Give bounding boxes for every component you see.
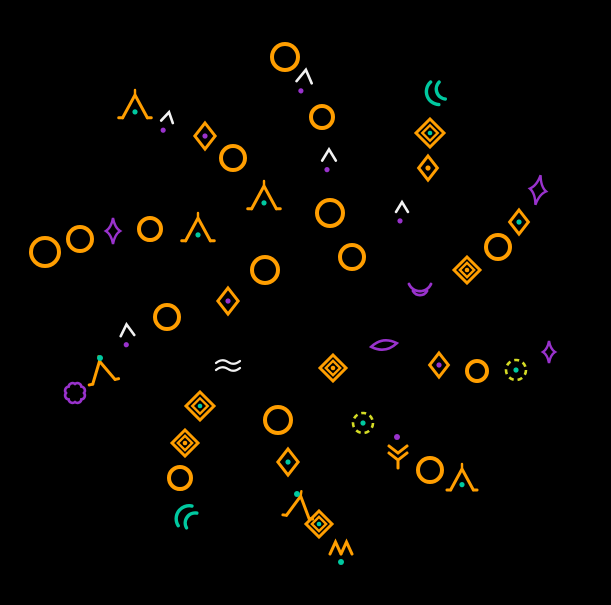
symbol-ring[interactable] [137, 216, 163, 242]
symbol-diamond-dot[interactable] [215, 285, 241, 317]
symbol-up-chevrons[interactable] [328, 538, 354, 556]
symbol-diamond-dot[interactable] [275, 446, 301, 478]
symbol-dot[interactable] [338, 559, 344, 565]
symbol-tent-dot[interactable] [117, 88, 153, 120]
symbol-crescent-double[interactable] [423, 79, 447, 107]
symbol-tent-dot[interactable] [180, 211, 216, 243]
symbol-ring[interactable] [484, 233, 512, 261]
symbol-ring[interactable] [167, 465, 193, 491]
symbol-ring[interactable] [250, 255, 280, 285]
symbol-ring[interactable] [416, 456, 444, 484]
symbol-ring[interactable] [309, 104, 335, 130]
symbol-ring[interactable] [29, 236, 61, 268]
symbol-chevron-dot[interactable] [394, 199, 410, 224]
symbol-ring[interactable] [263, 405, 293, 435]
symbol-diamond-dot[interactable] [427, 350, 451, 380]
symbol-ring[interactable] [66, 225, 94, 253]
symbol-sparkle[interactable] [527, 174, 549, 206]
symbol-down-chevrons[interactable] [387, 444, 409, 470]
symbol-waves[interactable] [214, 359, 242, 372]
symbol-dot[interactable] [294, 491, 300, 497]
symbol-diamond-dot[interactable] [507, 207, 531, 237]
symbol-gear[interactable] [63, 381, 87, 405]
symbol-chevron-dot[interactable] [320, 146, 338, 173]
symbol-ring[interactable] [338, 243, 366, 271]
symbol-nested-diamond[interactable] [183, 389, 217, 423]
symbol-smile[interactable] [407, 282, 433, 297]
symbol-nested-diamond[interactable] [317, 352, 349, 384]
symbol-dot[interactable] [97, 355, 103, 361]
symbol-diamond-dot[interactable] [192, 120, 218, 152]
symbol-chevron-dot[interactable] [119, 321, 136, 348]
symbol-ring[interactable] [270, 42, 300, 72]
symbol-chevron-dot[interactable] [295, 67, 314, 95]
symbol-ring[interactable] [219, 144, 247, 172]
symbol-crescent-double[interactable] [172, 501, 199, 530]
symbol-dashed-ring-dot[interactable] [504, 358, 528, 382]
symbol-nested-diamond[interactable] [303, 508, 335, 540]
symbol-chevron-dot[interactable] [159, 109, 175, 134]
symbol-dashed-ring-dot[interactable] [351, 411, 375, 435]
symbol-eye[interactable] [368, 339, 400, 352]
symbol-sparkle[interactable] [540, 340, 558, 364]
symbol-tent-dot[interactable] [445, 462, 479, 492]
symbol-sparkle[interactable] [103, 217, 123, 245]
symbol-dot[interactable] [394, 434, 400, 440]
symbol-ring[interactable] [315, 198, 345, 228]
symbol-ring[interactable] [153, 303, 181, 331]
symbol-nested-diamond[interactable] [413, 116, 447, 150]
symbol-tent-dot[interactable] [246, 179, 282, 211]
symbol-nested-diamond[interactable] [169, 427, 201, 459]
symbol-nested-diamond[interactable] [451, 254, 483, 286]
symbol-diamond-dot[interactable] [416, 153, 440, 183]
symbol-ring[interactable] [465, 359, 489, 383]
